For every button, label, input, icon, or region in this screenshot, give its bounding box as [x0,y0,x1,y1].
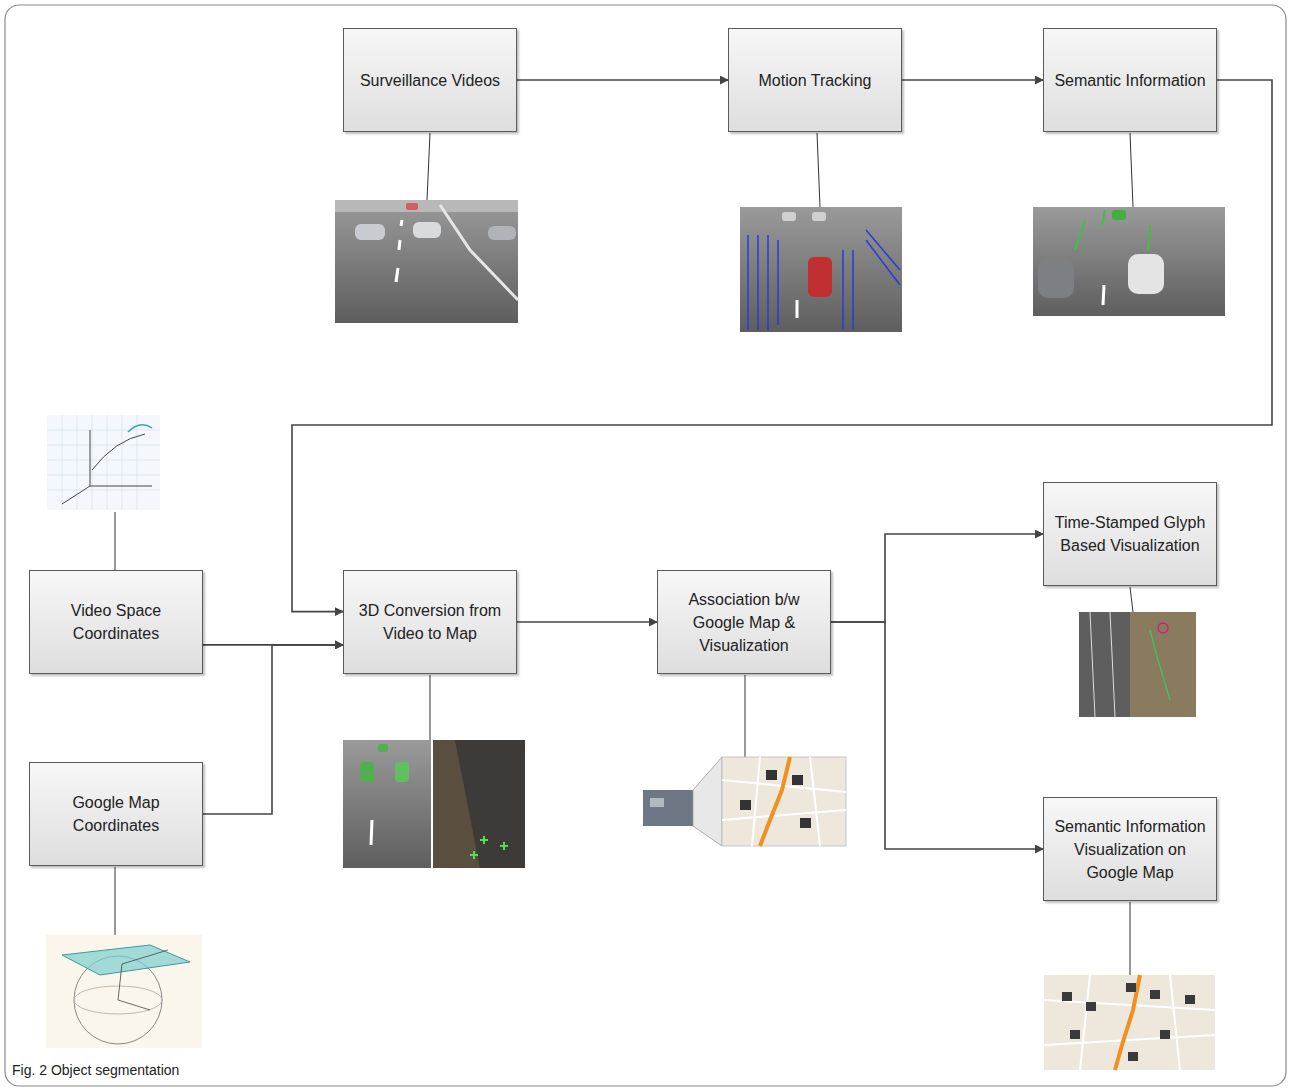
process-box: Motion Tracking [728,28,902,132]
road-photo [335,200,518,323]
figure-caption: Fig. 2 Object segmentation [12,1062,179,1078]
semantic-photo [1033,207,1225,316]
globe-sketch [46,935,202,1048]
process-box: Video Space Coordinates [29,570,203,674]
flow-arrow [292,80,1272,612]
box-label: Semantic Information Visualization on Go… [1052,815,1208,884]
flow-arrow [517,79,728,81]
coordinate-sketch [47,415,160,510]
box-label: Time-Stamped Glyph Based Visualization [1052,511,1208,557]
flow-arrow [831,622,1043,849]
process-box: Google Map Coordinates [29,762,203,866]
box-label: Surveillance Videos [360,69,500,92]
conversion-photos [343,740,525,868]
box-label: Google Map Coordinates [38,791,194,837]
leader-lines [115,133,1133,975]
box-label: Motion Tracking [759,69,872,92]
process-box: Surveillance Videos [343,28,517,132]
tracking-photo [740,207,902,332]
outer-frame [5,5,1286,1086]
box-label: Association b/w Google Map & Visualizati… [666,588,822,657]
process-box: Semantic Information [1043,28,1217,132]
box-label: Video Space Coordinates [38,599,194,645]
box-label: 3D Conversion from Video to Map [352,599,508,645]
result-map [1044,975,1215,1070]
flow-arrow [517,621,657,623]
process-box: Association b/w Google Map & Visualizati… [657,570,831,674]
glyph-photo [1079,612,1196,717]
box-label: Semantic Information [1054,69,1205,92]
association-maps [643,757,846,846]
flow-arrow [831,534,1043,622]
process-box: 3D Conversion from Video to Map [343,570,517,674]
flow-arrow [203,645,343,814]
process-box: Semantic Information Visualization on Go… [1043,797,1217,901]
process-box: Time-Stamped Glyph Based Visualization [1043,482,1217,586]
flow-arrow [902,79,1043,81]
